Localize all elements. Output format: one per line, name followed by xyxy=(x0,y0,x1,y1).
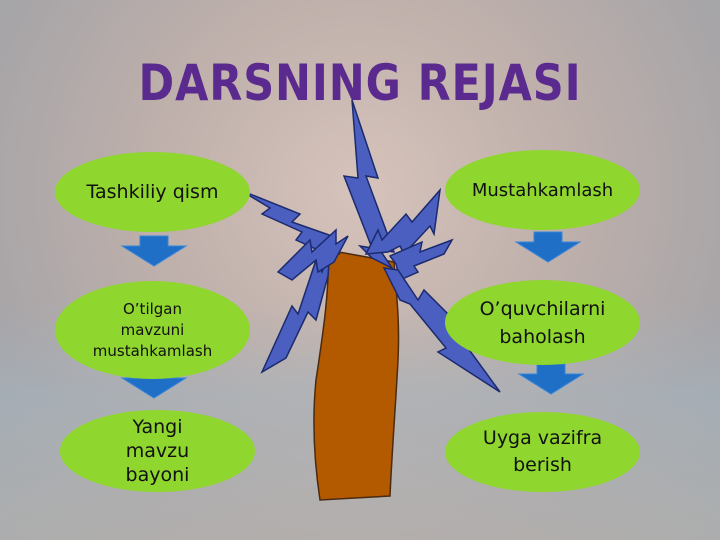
step-label: O’quvchilarni baholash xyxy=(479,297,606,348)
lightning-frond xyxy=(364,187,442,256)
step-label: Mustahkamlash xyxy=(471,179,614,201)
step-label: Uyga vazifra berish xyxy=(482,427,603,476)
lightning-frond xyxy=(342,99,396,270)
step-label: Yangi mavzu bayoni xyxy=(125,416,190,486)
arrow-down-icon xyxy=(120,235,188,267)
arrow-down-icon xyxy=(514,231,582,263)
step-label: O’tilgan mavzuni mustahkamlash xyxy=(92,299,213,360)
arrow-down-icon xyxy=(517,363,585,395)
step-tashkiliy-qism: Tashkiliy qism xyxy=(55,152,250,232)
lightning-frond xyxy=(276,228,349,281)
slide-title: DARSNING REJASI xyxy=(138,54,582,112)
step-oquvchilarni-baholash: O’quvchilarni baholash xyxy=(445,280,640,365)
step-otilgan-mavzuni-mustahkamlash: O’tilgan mavzuni mustahkamlash xyxy=(55,281,250,379)
tree-trunk xyxy=(313,249,400,501)
step-mustahkamlash: Mustahkamlash xyxy=(445,150,640,230)
step-label: Tashkiliy qism xyxy=(86,181,219,203)
step-yangi-mavzu-bayoni: Yangi mavzu bayoni xyxy=(60,410,255,492)
step-uyga-vazifra-berish: Uyga vazifra berish xyxy=(445,412,640,492)
